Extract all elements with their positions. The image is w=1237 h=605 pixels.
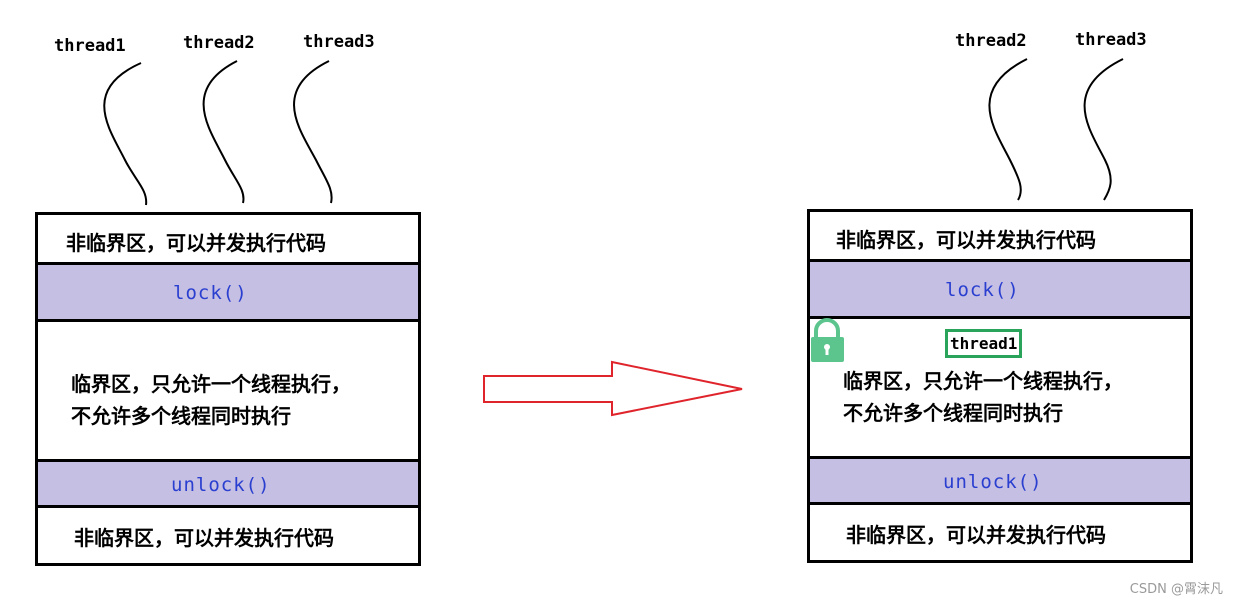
watermark: CSDN @霄沫凡 — [1129, 582, 1223, 597]
right-lock-row: lock() — [810, 259, 1190, 319]
left-critical-section-row: 临界区，只允许一个线程执行， 不允许多个线程同时执行 — [38, 322, 418, 460]
right-unlock-row: unlock() — [810, 456, 1190, 505]
left-lock-text: lock() — [173, 282, 248, 304]
thread-label-2: thread2 — [183, 33, 255, 53]
left-non-critical-top-text: 非临界区，可以并发执行代码 — [66, 231, 326, 255]
owner-thread-badge: thread1 — [945, 329, 1023, 358]
left-unlock-row: unlock() — [38, 459, 418, 508]
left-non-critical-bottom-text: 非临界区，可以并发执行代码 — [74, 526, 334, 550]
right-code-block: 非临界区，可以并发执行代码 lock() thread1 临界区，只允许一个线程… — [807, 209, 1193, 563]
left-non-critical-bottom-row: 非临界区，可以并发执行代码 — [38, 508, 418, 563]
right-thread-label-3: thread3 — [1075, 30, 1147, 50]
left-code-block: 非临界区，可以并发执行代码 lock() 临界区，只允许一个线程执行， 不允许多… — [35, 212, 421, 566]
right-non-critical-top-row: 非临界区，可以并发执行代码 — [810, 212, 1190, 260]
right-non-critical-top-text: 非临界区，可以并发执行代码 — [836, 228, 1096, 252]
right-critical-text-line2: 不允许多个线程同时执行 — [843, 401, 1063, 425]
left-lock-row: lock() — [38, 262, 418, 322]
thread1-line — [103, 62, 148, 206]
right-thread2-line — [988, 58, 1028, 201]
right-lock-text: lock() — [945, 279, 1020, 301]
right-non-critical-bottom-text: 非临界区，可以并发执行代码 — [846, 523, 1106, 547]
thread2-line — [202, 60, 245, 204]
right-non-critical-bottom-row: 非临界区，可以并发执行代码 — [810, 505, 1190, 560]
left-non-critical-top-row: 非临界区，可以并发执行代码 — [38, 215, 418, 263]
left-unlock-text: unlock() — [171, 474, 271, 496]
thread-label-1: thread1 — [54, 36, 126, 56]
right-thread3-line — [1083, 58, 1124, 201]
left-critical-text-line2: 不允许多个线程同时执行 — [71, 404, 291, 428]
left-critical-text-line1: 临界区，只允许一个线程执行， — [71, 372, 351, 396]
right-critical-section-row: thread1 临界区，只允许一个线程执行， 不允许多个线程同时执行 — [810, 319, 1190, 457]
thread-label-3: thread3 — [303, 32, 375, 52]
right-thread-label-2: thread2 — [955, 31, 1027, 51]
right-unlock-text: unlock() — [943, 471, 1043, 493]
right-critical-text-line1: 临界区，只允许一个线程执行， — [843, 369, 1123, 393]
thread3-line — [293, 60, 333, 204]
